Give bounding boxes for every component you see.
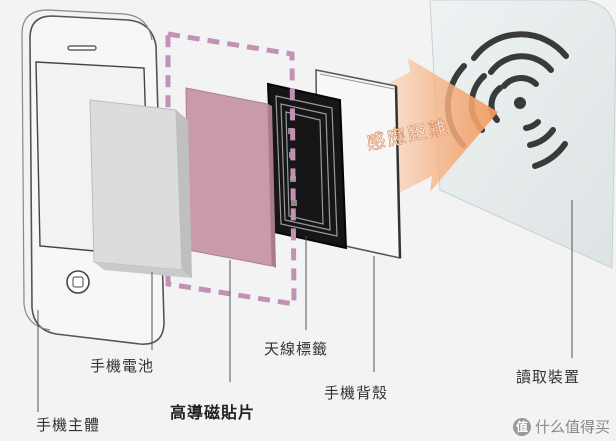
label-phone-body: 手機主體 [36,416,101,434]
label-phone-back-cover: 手機背殼 [324,384,389,402]
label-reader-device: 讀取裝置 [516,368,581,386]
antenna-tag [266,82,348,250]
watermark-text: 什么值得买 [534,418,610,436]
reader-device [429,0,616,269]
magnetic-sheet [185,87,276,268]
label-phone-battery: 手機電池 [90,357,155,375]
leader-lines [37,200,573,412]
label-magnetic-sheet: 高導磁貼片 [170,403,256,422]
label-antenna-tag: 天線標籤 [264,340,329,358]
home-button-icon [66,270,90,294]
phone-battery [89,99,192,278]
speaker-slot [67,45,97,51]
watermark-badge-icon: 值 [512,417,531,436]
watermark: 值 什么值得买 [512,416,610,437]
